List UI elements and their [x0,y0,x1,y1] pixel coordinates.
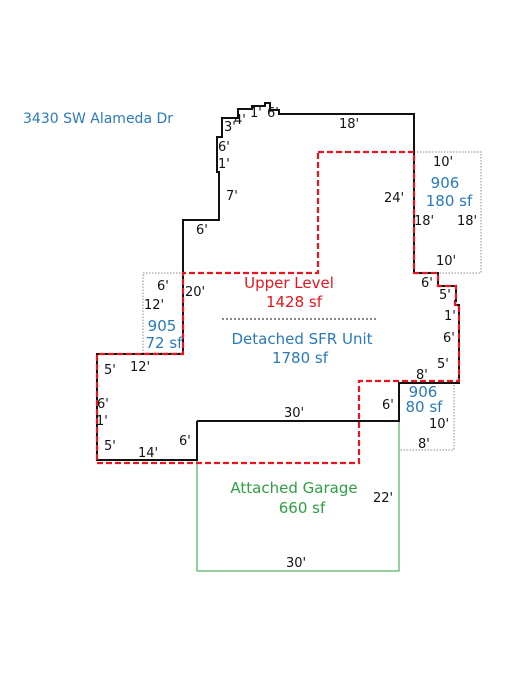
dim-label: 10' [433,155,453,170]
dim-label: 6' [157,279,169,294]
garage-title: Attached Garage [230,479,357,497]
dim-label: 6' [218,140,230,155]
dim-label: 4' [234,113,246,128]
dim-label: 5' [437,357,449,372]
dim-label: 18' [457,214,477,229]
dim-label: 8' [418,437,430,452]
addition-906-bottom-code: 906 [409,383,438,401]
dim-label: 5' [439,288,451,303]
addition-905-area: 72 sf [146,334,184,352]
dim-label: 6' [443,331,455,346]
dim-label: 14' [138,446,158,461]
main-unit-title: Detached SFR Unit [232,330,373,348]
garage-area: 660 sf [279,499,326,517]
dim-label: 6' [382,398,394,413]
addition-905-code: 905 [148,317,177,335]
dim-label: 30' [284,406,304,421]
dim-label: 24' [384,191,404,206]
property-address: 3430 SW Alameda Dr [23,111,173,127]
dim-label: 6' [179,434,191,449]
dim-label: 10' [429,417,449,432]
upper-level-title: Upper Level [244,274,334,292]
dim-label: 6' [267,106,279,121]
dim-label: 1' [96,414,108,429]
dim-label: 1' [250,106,262,121]
addition-906-bottom-area: 80 sf [406,398,444,416]
dim-label: 18' [339,117,359,132]
dim-label: 22' [373,491,393,506]
upper-level-area: 1428 sf [266,293,323,311]
dim-label: 3' [224,120,236,135]
addition-906-top-area: 180 sf [426,192,473,210]
dim-label: 12' [130,360,150,375]
dim-label: 1' [218,157,230,172]
dim-label: 6' [196,223,208,238]
dim-label: 18' [414,214,434,229]
dim-label: 20' [185,285,205,300]
dim-label: 5' [104,363,116,378]
dim-label: 12' [144,298,164,313]
dim-label: 30' [286,556,306,571]
dim-label: 6' [421,276,433,291]
main-unit-area: 1780 sf [272,349,329,367]
dim-label: 6' [97,397,109,412]
dim-label: 1' [444,309,456,324]
addition-906-top-code: 906 [431,174,460,192]
dim-label: 10' [436,254,456,269]
dim-label: 7' [226,189,238,204]
dim-label: 8' [416,368,428,383]
upper-level-outline [95,150,461,465]
dim-label: 5' [104,439,116,454]
